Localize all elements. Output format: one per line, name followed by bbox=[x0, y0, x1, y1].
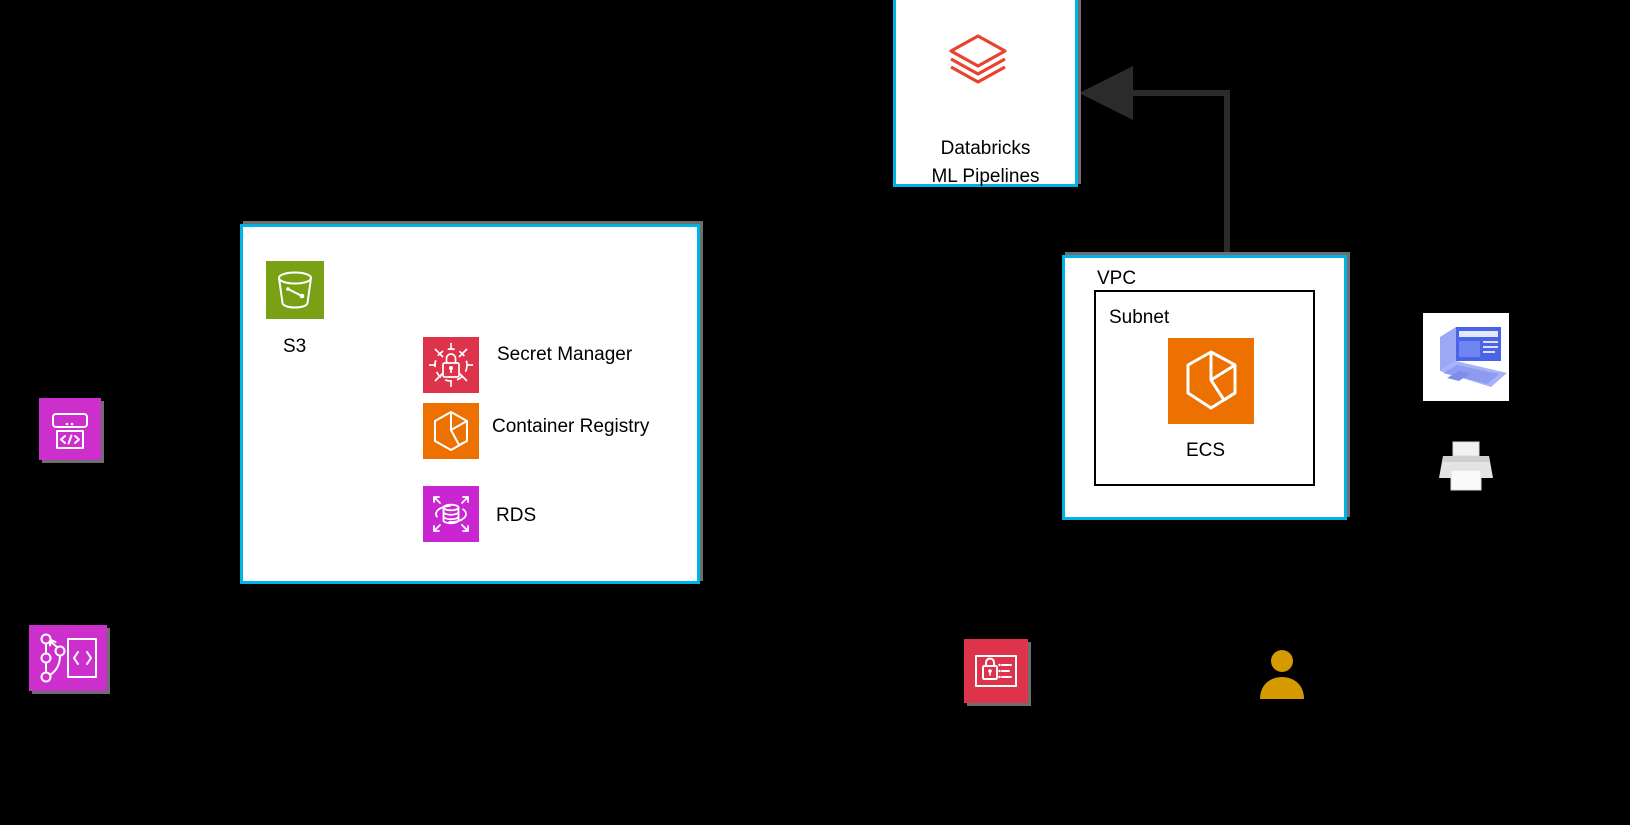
s3-bucket-icon[interactable] bbox=[266, 261, 324, 319]
laptop-icon[interactable] bbox=[1423, 313, 1509, 401]
secret-manager-label: Secret Manager bbox=[497, 344, 633, 365]
container-registry-icon[interactable] bbox=[423, 403, 479, 459]
credentials-lock-icon[interactable] bbox=[964, 639, 1028, 703]
databricks-logo-icon bbox=[943, 28, 1013, 98]
vpc-label: VPC bbox=[1097, 268, 1137, 289]
subnet-label: Subnet bbox=[1109, 307, 1170, 328]
container-registry-label: Container Registry bbox=[492, 416, 650, 437]
databricks-label-line2: ML Pipelines bbox=[931, 166, 1040, 187]
rds-label: RDS bbox=[496, 505, 537, 526]
code-repository-icon[interactable] bbox=[29, 625, 107, 691]
ecs-container-icon[interactable] bbox=[1168, 338, 1254, 424]
code-workspace-icon[interactable] bbox=[39, 398, 101, 460]
group-subnet[interactable]: Subnet bbox=[1094, 290, 1315, 486]
databricks-label-line1: Databricks bbox=[940, 138, 1031, 159]
user-person-icon[interactable] bbox=[1255, 645, 1309, 699]
printer-icon[interactable] bbox=[1435, 440, 1497, 492]
ecs-label: ECS bbox=[1186, 440, 1226, 461]
rds-database-icon[interactable] bbox=[423, 486, 479, 542]
s3-label: S3 bbox=[283, 336, 307, 357]
secrets-manager-icon[interactable] bbox=[423, 337, 479, 393]
group-databricks[interactable]: Databricks ML Pipelines bbox=[893, 0, 1078, 187]
